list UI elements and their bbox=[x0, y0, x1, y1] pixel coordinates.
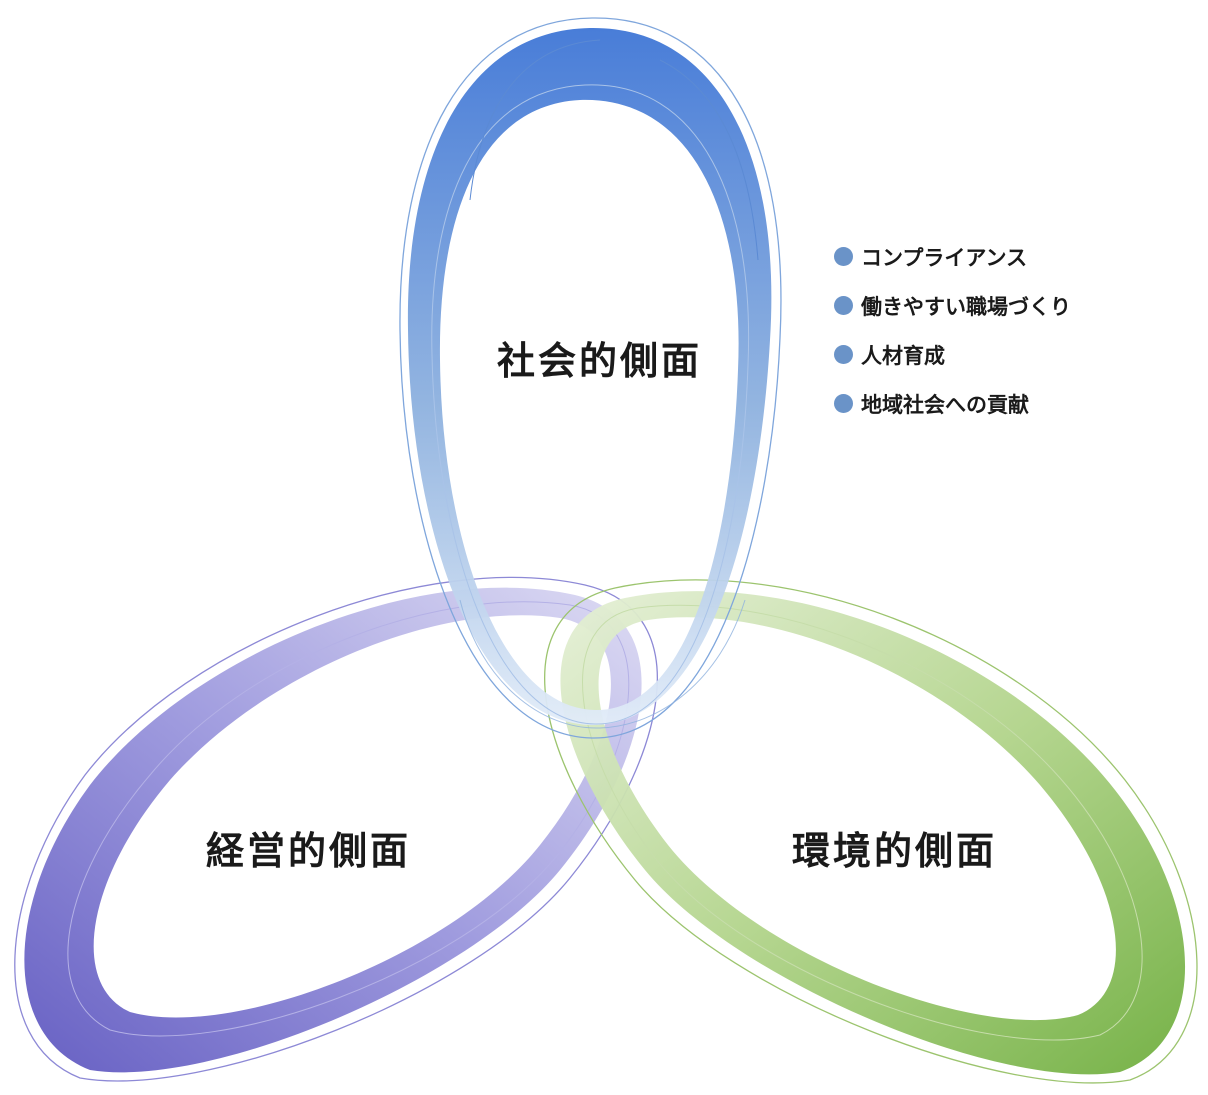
list-item-text: コンプライアンス bbox=[861, 245, 1028, 270]
list-item: 働きやすい職場づくり bbox=[834, 281, 1071, 330]
bullet-icon bbox=[834, 247, 853, 266]
loop-social bbox=[399, 17, 782, 739]
bullet-icon bbox=[834, 345, 853, 364]
list-item-text: 地域社会への貢献 bbox=[861, 392, 1029, 417]
list-item: 地域社会への貢献 bbox=[834, 379, 1071, 428]
management-aspect-label: 経営的側面 bbox=[206, 829, 412, 873]
interweave-stroke bbox=[459, 599, 746, 729]
list-item-text: 人材育成 bbox=[861, 343, 945, 368]
bullet-icon bbox=[834, 296, 853, 315]
loop-management bbox=[14, 576, 658, 1082]
list-item: 人材育成 bbox=[834, 330, 1071, 379]
list-item: コンプライアンス bbox=[834, 232, 1071, 281]
social-aspect-label: 社会的側面 bbox=[497, 339, 703, 383]
loop-environment bbox=[544, 579, 1198, 1084]
social-aspect-list: コンプライアンス 働きやすい職場づくり 人材育成 地域社会への貢献 bbox=[834, 232, 1071, 428]
list-item-text: 働きやすい職場づくり bbox=[861, 294, 1071, 319]
bullet-icon bbox=[834, 394, 853, 413]
environment-aspect-label: 環境的側面 bbox=[792, 829, 998, 873]
